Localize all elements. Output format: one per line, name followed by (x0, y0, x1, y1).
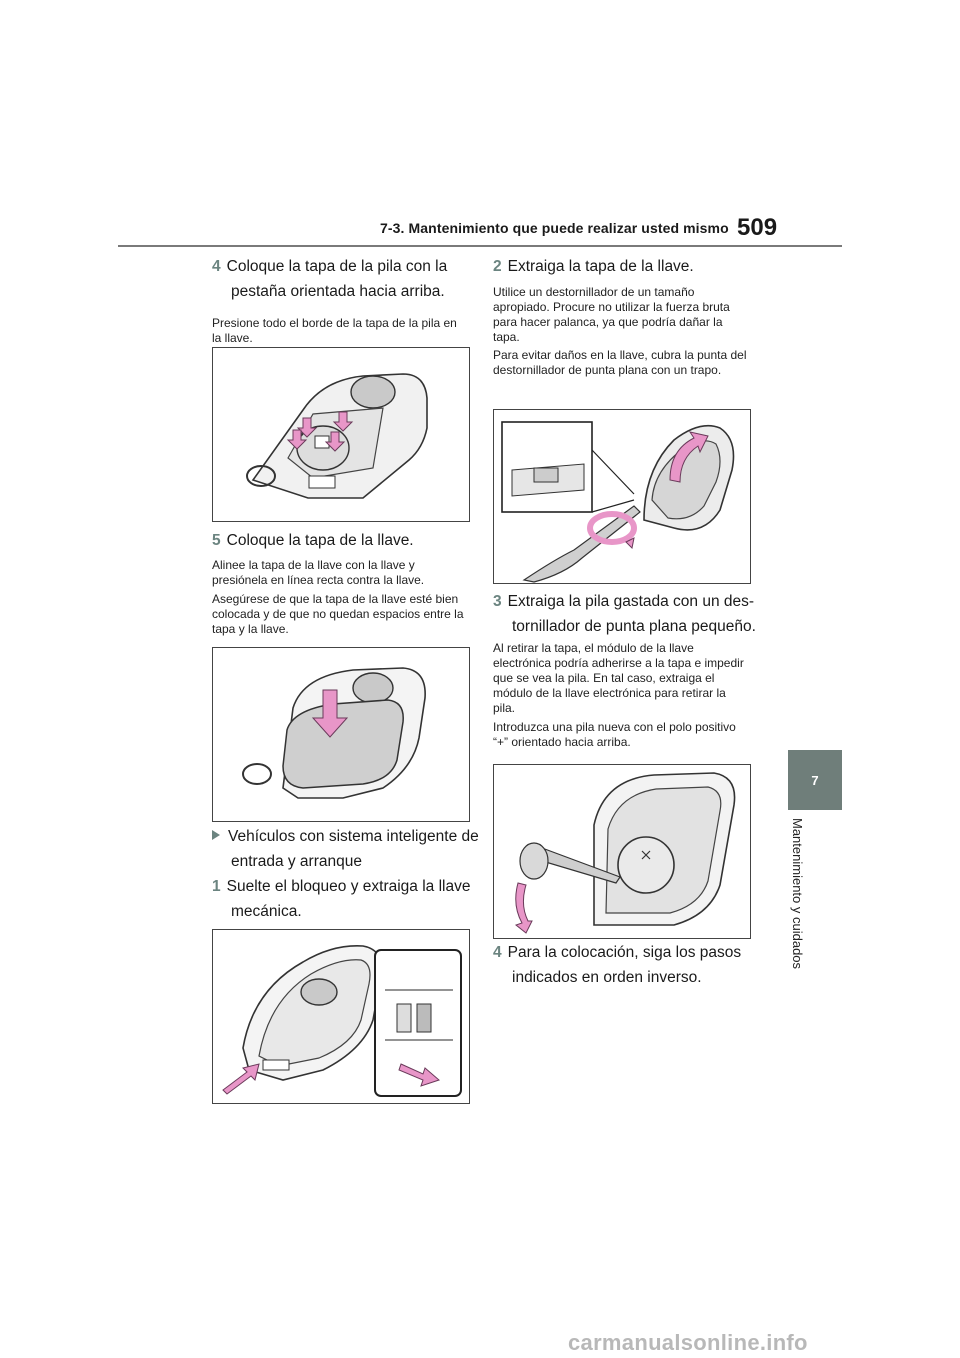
heading-text: Vehículos con sistema inteligente de (228, 828, 479, 845)
chapter-title: Mantenimiento y cuidados (790, 818, 805, 970)
step-number: 3 (493, 593, 502, 610)
step-text: Suelte el bloqueo y extraiga la llave (226, 878, 471, 895)
step-text: Para la colocación, siga los pasos (507, 944, 742, 961)
figure-battery-cover (212, 347, 470, 522)
step-3-right: 3 Extraiga la pila gastada con un des- to… (493, 589, 763, 639)
step-number: 2 (493, 258, 502, 275)
page-number: 509 (737, 214, 778, 241)
step-4-left: 4 Coloque la tapa de la pila con la pesta… (212, 254, 482, 304)
bullet-triangle-icon (212, 830, 220, 840)
step-text-cont: pestaña orientada hacia arriba. (231, 283, 445, 300)
remove-key-cover-illustration (501, 421, 735, 583)
step-number: 1 (212, 878, 221, 895)
figure-mechanical-key (212, 929, 470, 1104)
chapter-number: 7 (811, 772, 819, 788)
step-number: 5 (212, 532, 221, 549)
step-number: 4 (212, 258, 221, 275)
mechanical-key-release-illustration (222, 945, 462, 1097)
header-rule (118, 245, 842, 247)
heading-text-cont: entrada y arranque (231, 853, 362, 870)
chapter-tab: 7 (788, 750, 842, 810)
step-text: Coloque la tapa de la pila con la (226, 258, 448, 275)
step-4-right: 4 Para la colocación, siga los pasos indi… (493, 940, 763, 990)
step-text: Extraiga la pila gastada con un des- (507, 593, 755, 610)
step-number: 4 (493, 944, 502, 961)
figure-remove-battery (493, 764, 751, 939)
step-5-left: 5 Coloque la tapa de la llave. (212, 528, 482, 553)
figure-key-cover (212, 647, 470, 822)
step-2-right-body-2: Para evitar daños en la llave, cubra la … (493, 348, 747, 377)
key-battery-cover-illustration (246, 373, 428, 499)
step-3-right-body-1: Al retirar la tapa, el módulo de la llav… (493, 641, 744, 715)
section-title: 7-3. Mantenimiento que puede realizar us… (380, 220, 729, 236)
step-5-left-body-2: Asegúrese de que la tapa de la llave est… (212, 592, 464, 636)
figure-remove-cover (493, 409, 751, 584)
step-5-left-body-1: Alinee la tapa de la llave con la llave … (212, 558, 425, 587)
step-text-cont: tornillador de punta plana pequeño. (512, 618, 756, 635)
step-2-right: 2 Extraiga la tapa de la llave. (493, 254, 763, 279)
key-cover-illustration (242, 667, 426, 799)
step-text: Extraiga la tapa de la llave. (507, 258, 694, 275)
smart-entry-heading: Vehículos con sistema inteligente de ent… (212, 824, 482, 874)
chapter-title-vertical: Mantenimiento y cuidados (790, 818, 808, 988)
watermark: carmanualsonline.info (568, 1330, 808, 1355)
step-text-cont: mecánica. (231, 903, 302, 920)
step-3-right-body-2: Introduzca una pila nueva con el polo po… (493, 720, 736, 749)
step-1-left: 1 Suelte el bloqueo y extraiga la llave m… (212, 874, 482, 924)
step-text-cont: indicados en orden inverso. (512, 969, 702, 986)
step-4-left-body: Presione todo el borde de la tapa de la … (212, 316, 457, 345)
step-2-right-body-1: Utilice un destornillador de un tamaño a… (493, 285, 730, 344)
step-text: Coloque la tapa de la llave. (226, 532, 414, 549)
remove-battery-illustration (514, 772, 736, 934)
